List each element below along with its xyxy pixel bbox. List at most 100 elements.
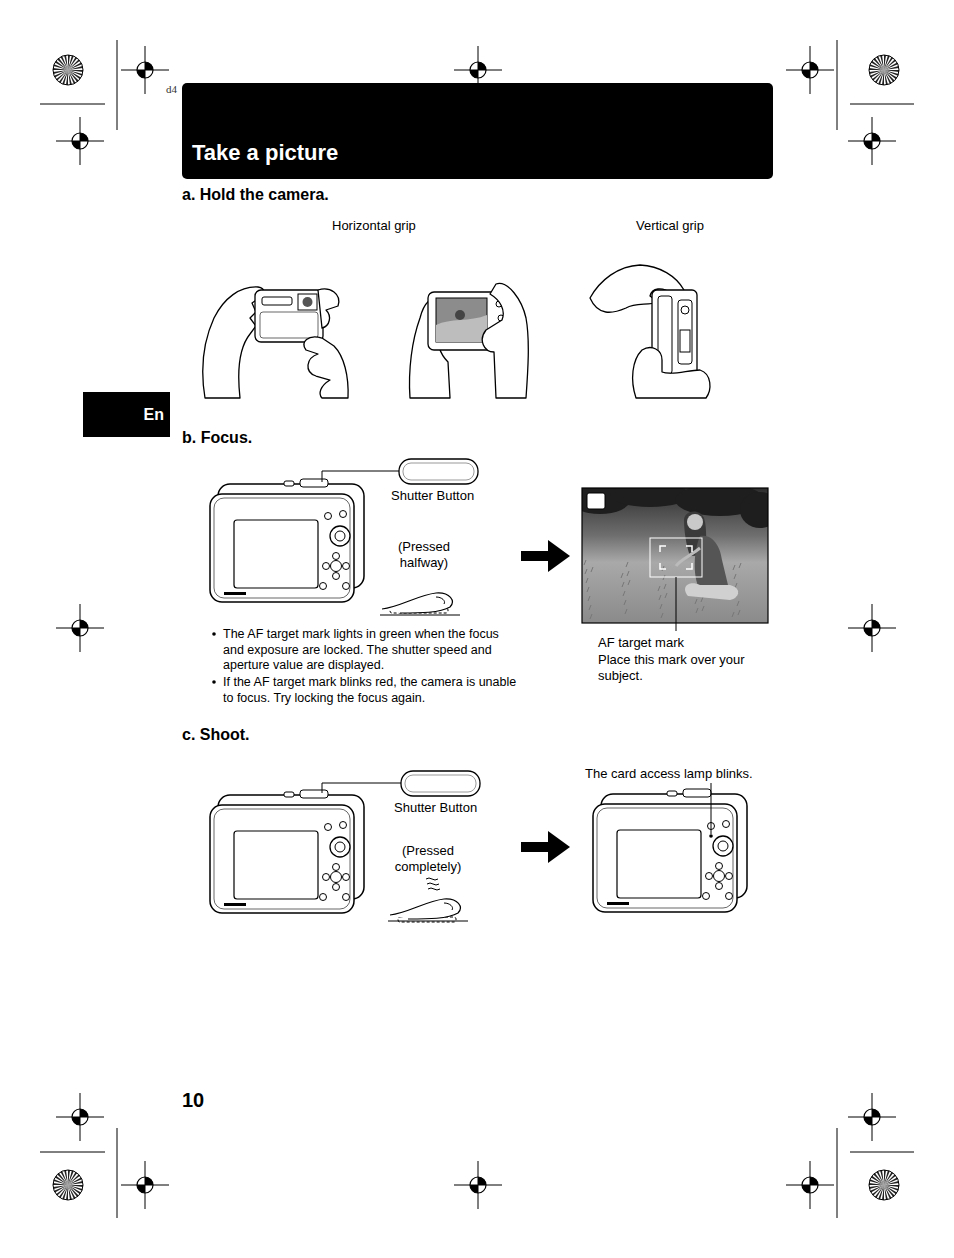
registration-mark [137,70,145,78]
color-target [68,1185,72,1200]
camera-drawing [323,874,330,881]
photo-preview [735,583,737,588]
photo-preview [628,580,630,585]
photo-preview [737,601,739,606]
camera-drawing [709,834,713,838]
camera-drawing [340,822,347,829]
registration-mark [786,46,834,94]
registration-mark [478,1177,486,1185]
camera-drawing [234,831,318,899]
photo-preview [582,488,768,623]
camera-drawing [325,513,332,520]
photo-preview [696,608,698,613]
shutter-callout [399,459,478,484]
horizontal-grip-back [482,283,528,398]
camera-drawing [333,884,340,891]
camera-drawing [593,789,747,912]
camera-drawing [323,563,330,570]
registration-mark [864,1117,872,1125]
shutter-callout [322,471,399,482]
registration-mark [145,1177,153,1185]
flow-arrow [521,540,570,572]
photo-preview [686,563,692,569]
registration-mark [864,628,872,636]
registration-mark [145,62,153,70]
camera-drawing [210,494,354,602]
photo-preview [685,583,738,600]
camera-drawing [300,790,328,798]
finger-press [382,593,452,613]
camera-drawing [320,583,327,590]
registration-mark [872,620,880,628]
horizontal-grip-front [303,297,313,307]
registration-mark [470,70,478,78]
photo-preview [586,578,588,583]
color-target [869,70,884,74]
color-target [64,55,68,70]
camera-drawing [597,808,733,908]
color-target [869,1170,899,1200]
registration-mark [470,1185,478,1193]
photo-preview [687,514,703,530]
flow-arrow [521,831,570,863]
registration-mark [56,1093,104,1141]
photo-preview [590,614,592,619]
camera-drawing [718,841,728,851]
camera-drawing [340,511,347,518]
title-band [182,83,773,179]
camera-drawing [333,864,340,871]
shutter-callout [403,463,474,480]
camera-drawing [726,893,733,900]
registration-mark [848,1093,896,1141]
camera-drawing [333,553,340,560]
registration-mark [145,46,146,94]
registration-mark [872,133,880,141]
camera-drawing [714,871,725,882]
camera-drawing [224,592,246,595]
camera-drawing [330,837,350,857]
color-target [53,70,68,74]
camera-drawing [617,830,701,898]
photo-preview [659,595,661,600]
registration-mark [872,1093,873,1141]
color-target [880,1170,884,1185]
color-target [884,66,899,70]
registration-mark [478,62,486,70]
camera-drawing [343,894,350,901]
action-note: (Pressed completely) [384,843,472,875]
leader-line [711,783,712,834]
registration-mark [872,117,873,165]
photo-preview [585,569,587,574]
crop-marks [850,1152,914,1153]
bullet-dot [212,680,216,684]
camera-drawing [214,498,350,598]
registration-mark [454,1161,502,1209]
crop-marks [850,104,914,105]
bullet-dot [212,632,216,636]
color-target [68,66,83,70]
registration-mark [478,1161,479,1209]
photo-preview [660,604,662,609]
photo-preview [622,582,624,587]
leader-line [676,577,677,631]
flow-arrow [521,540,570,572]
leader-line [676,577,677,631]
color-target [869,55,899,85]
color-target [884,70,888,85]
camera-drawing [335,842,345,852]
camera-drawing [335,531,345,541]
photo-preview [584,560,586,565]
crop-marks [837,1128,838,1218]
color-target [53,55,83,85]
horizontal-grip-front [318,289,339,328]
crop-marks [40,104,105,105]
registration-mark [80,133,88,141]
page-title: Take a picture [192,140,338,166]
photo-preview [623,591,625,596]
registration-mark [80,1093,81,1141]
photo-preview [625,609,627,614]
registration-mark [56,117,104,165]
horizontal-grip-back [455,310,465,320]
camera-drawing [343,563,350,570]
registration-mark [80,117,81,165]
